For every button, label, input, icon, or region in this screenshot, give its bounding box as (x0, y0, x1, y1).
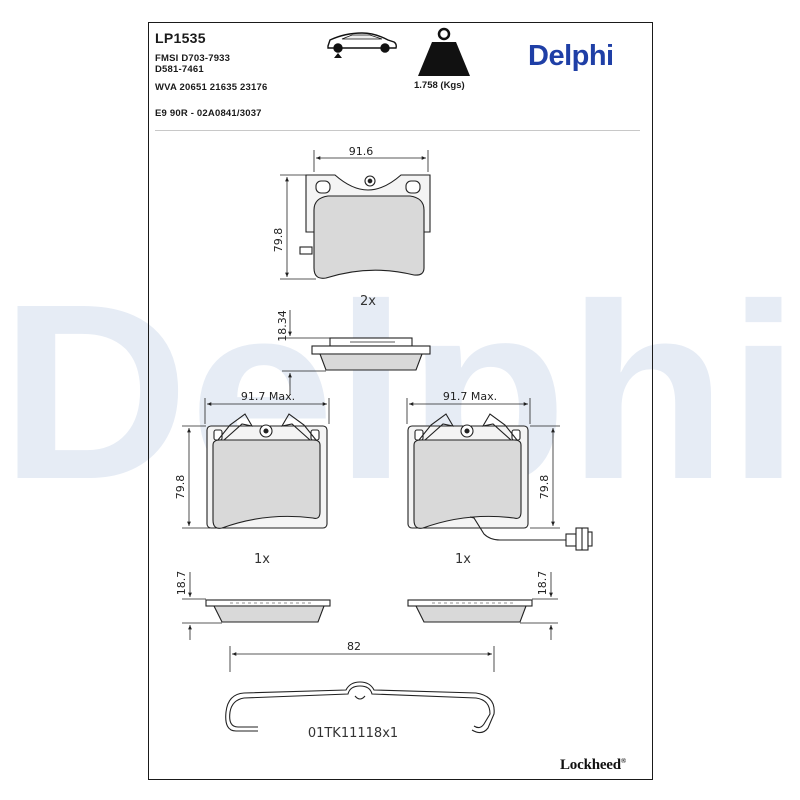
car-icon (327, 32, 397, 58)
left-pad-front-view (206, 413, 328, 529)
left-width-dimension (204, 398, 330, 424)
lockheed-logo: Lockheed® (560, 757, 626, 774)
left-quantity: 1x (254, 552, 270, 567)
right-pad-front-view (407, 413, 529, 529)
right-height-dimension (530, 425, 560, 529)
lockheed-text: Lockheed (560, 757, 621, 773)
wva-code: WVA 20651 21635 23176 (155, 82, 268, 93)
right-pad-side-view (407, 599, 533, 623)
approval-code: E9 90R - 02A0841/3037 (155, 108, 262, 119)
right-thickness-dimension (520, 572, 558, 640)
anti-rattle-spring (225, 681, 495, 734)
right-width-dimension (406, 398, 531, 424)
top-pad-side-view (311, 337, 431, 371)
top-width-label: 91.6 (349, 145, 374, 158)
spring-code: 01TK11118x1 (308, 726, 398, 741)
top-pad-front-view (299, 174, 431, 279)
spring-width-dimension (229, 646, 495, 672)
top-width-dimension (313, 150, 429, 172)
left-height-dimension (182, 425, 210, 529)
right-height-label: 79.8 (538, 475, 551, 500)
top-height-dimension (280, 174, 316, 280)
right-width-label: 91.7 Max. (443, 390, 497, 403)
left-pad-side-view (205, 599, 331, 623)
fmsi-code: FMSI D703-7933 (155, 53, 231, 64)
top-height-label: 79.8 (272, 228, 285, 253)
delphi-watermark: Delphi (0, 268, 800, 498)
weight-icon (418, 27, 470, 76)
spring-width-label: 82 (347, 640, 361, 653)
left-height-label: 79.8 (174, 475, 187, 500)
weight-value: 1.758 (Kgs) (414, 80, 465, 91)
d-code: D581-7461 (155, 64, 204, 75)
spec-sheet-frame (148, 22, 653, 780)
header-divider (155, 130, 640, 131)
registered-mark: ® (620, 757, 626, 765)
part-number: LP1535 (155, 30, 206, 46)
right-thickness-label: 18.7 (536, 571, 549, 596)
brand-logo: Delphi (528, 40, 614, 72)
right-quantity: 1x (455, 552, 471, 567)
top-thickness-label: 18.34 (276, 310, 289, 342)
wear-sensor-cable (469, 516, 593, 551)
left-width-label: 91.7 Max. (241, 390, 295, 403)
top-thickness-dimension (282, 310, 330, 395)
watermark-text: Delphi (0, 268, 800, 498)
left-thickness-label: 18.7 (175, 571, 188, 596)
top-quantity: 2x (360, 294, 376, 309)
left-thickness-dimension (182, 572, 222, 640)
